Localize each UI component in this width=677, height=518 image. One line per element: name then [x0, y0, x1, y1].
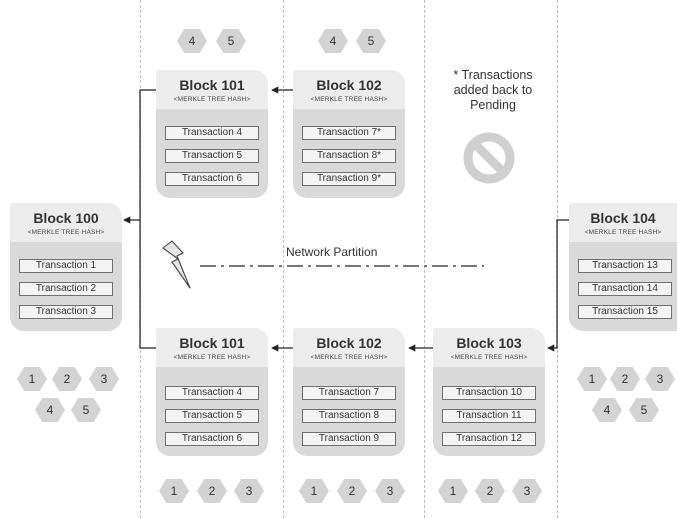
pending-tx-hexagon: 1	[299, 479, 329, 503]
transaction-row: Transaction 7	[302, 386, 396, 400]
block-header	[10, 203, 122, 242]
transaction-row: Transaction 9*	[302, 172, 396, 186]
transaction-row: Transaction 4	[165, 126, 259, 140]
pending-tx-hexagon: 2	[52, 367, 82, 391]
transaction-row: Transaction 2	[19, 282, 113, 296]
transaction-row: Transaction 11	[442, 409, 536, 423]
pending-tx-hexagon: 5	[356, 29, 386, 53]
prohibited-icon	[463, 132, 515, 184]
transaction-row: Transaction 10	[442, 386, 536, 400]
lightning-icon	[162, 240, 191, 289]
pending-tx-hexagon: 1	[17, 367, 47, 391]
connector-101bot-to-100	[139, 220, 156, 349]
block-title: Block 103	[456, 335, 522, 351]
pending-tx-hexagon: 3	[512, 479, 542, 503]
pending-tx-hexagon: 4	[177, 29, 207, 53]
pending-tx-hexagon: 4	[592, 398, 622, 422]
pending-tx-hexagon: 3	[375, 479, 405, 503]
pending-tx-hexagon: 1	[577, 367, 607, 391]
block-hash: <MERKLE TREE HASH>	[310, 96, 388, 103]
transaction-row: Transaction 8*	[302, 149, 396, 163]
transaction-row: Transaction 6	[165, 432, 259, 446]
transaction-row: Transaction 5	[165, 149, 259, 163]
block-hash: <MERKLE TREE HASH>	[173, 96, 251, 103]
block-102: Block 102 <MERKLE TREE HASH> Transaction…	[293, 328, 405, 456]
transaction-row: Transaction 3	[19, 305, 113, 319]
transaction-row: Transaction 8	[302, 409, 396, 423]
block-hash: <MERKLE TREE HASH>	[310, 354, 388, 361]
block-header	[156, 70, 268, 109]
block-title: Block 100	[33, 210, 99, 226]
pending-tx-hexagon: 2	[475, 479, 505, 503]
transaction-row: Transaction 6	[165, 172, 259, 186]
block-hash: <MERKLE TREE HASH>	[450, 354, 528, 361]
transaction-row: Transaction 15	[578, 305, 672, 319]
column-divider	[283, 0, 284, 518]
transaction-row: Transaction 13	[578, 259, 672, 273]
transaction-row: Transaction 14	[578, 282, 672, 296]
pending-note: * Transactions added back to Pending	[453, 68, 533, 112]
block-title: Block 101	[179, 77, 245, 93]
pending-tx-hexagon: 5	[629, 398, 659, 422]
block-102-orphaned: Block 102 <MERKLE TREE HASH> Transaction…	[293, 70, 405, 198]
block-header	[156, 328, 268, 367]
pending-tx-hexagon: 2	[197, 479, 227, 503]
connector-104-to-103	[547, 219, 569, 352]
transaction-row: Transaction 1	[19, 259, 113, 273]
pending-tx-hexagon: 3	[645, 367, 675, 391]
transaction-row: Transaction 12	[442, 432, 536, 446]
transaction-row: Transaction 5	[165, 409, 259, 423]
block-101-orphaned: Block 101 <MERKLE TREE HASH> Transaction…	[156, 70, 268, 198]
pending-tx-hexagon: 2	[337, 479, 367, 503]
block-title: Block 104	[590, 210, 656, 226]
block-103: Block 103 <MERKLE TREE HASH> Transaction…	[433, 328, 545, 456]
pending-tx-hexagon: 3	[89, 367, 119, 391]
block-hash: <MERKLE TREE HASH>	[27, 229, 105, 236]
connector-101top-to-100	[123, 89, 156, 224]
column-divider	[424, 0, 425, 518]
transaction-row: Transaction 9	[302, 432, 396, 446]
network-partition-label: Network Partition	[286, 245, 378, 259]
block-header	[569, 203, 677, 242]
pending-tx-hexagon: 3	[234, 479, 264, 503]
block-title: Block 101	[179, 335, 245, 351]
pending-tx-hexagon: 4	[35, 398, 65, 422]
block-header	[293, 328, 405, 367]
transaction-row: Transaction 7*	[302, 126, 396, 140]
pending-tx-hexagon: 2	[610, 367, 640, 391]
block-title: Block 102	[316, 77, 382, 93]
pending-tx-hexagon: 5	[216, 29, 246, 53]
block-hash: <MERKLE TREE HASH>	[173, 354, 251, 361]
transaction-row: Transaction 4	[165, 386, 259, 400]
block-104: Block 104 <MERKLE TREE HASH> Transaction…	[569, 203, 677, 331]
block-title: Block 102	[316, 335, 382, 351]
pending-tx-hexagon: 5	[71, 398, 101, 422]
block-header	[433, 328, 545, 367]
block-hash: <MERKLE TREE HASH>	[584, 229, 662, 236]
block-101: Block 101 <MERKLE TREE HASH> Transaction…	[156, 328, 268, 456]
pending-tx-hexagon: 1	[438, 479, 468, 503]
pending-tx-hexagon: 1	[159, 479, 189, 503]
pending-tx-hexagon: 4	[318, 29, 348, 53]
block-header	[293, 70, 405, 109]
block-100: Block 100 <MERKLE TREE HASH> Transaction…	[10, 203, 122, 331]
